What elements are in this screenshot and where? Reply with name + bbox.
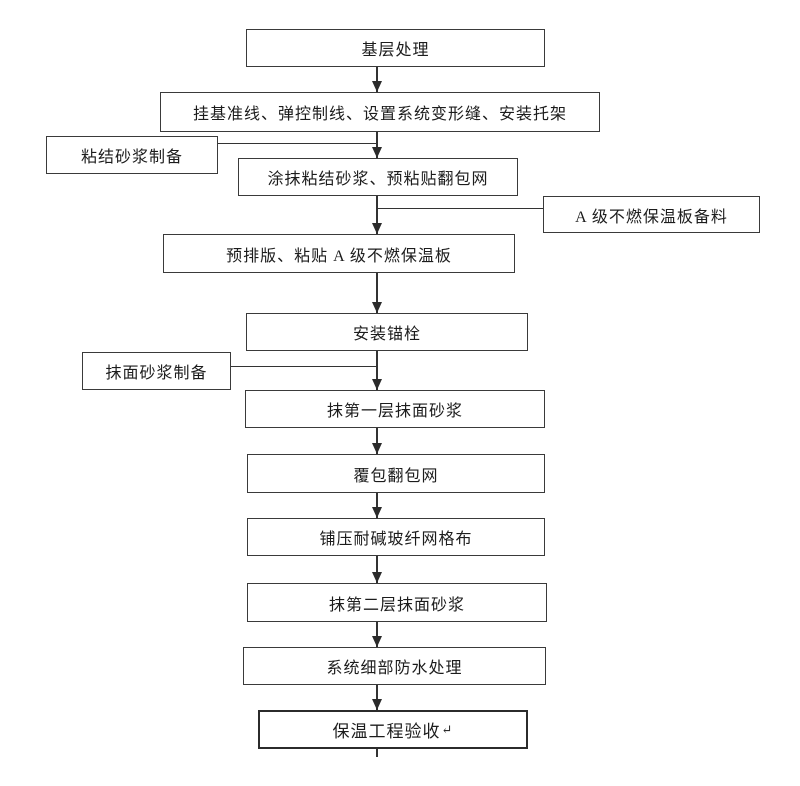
step-lay-alkali-resistant-fiberglass-mesh: 铺压耐碱玻纤网格布 bbox=[247, 518, 545, 556]
step-first-coat-surface-mortar: 抹第一层抹面砂浆 bbox=[245, 390, 545, 428]
paragraph-return-mark: ↵ bbox=[441, 721, 454, 737]
arrow-down-icon bbox=[372, 572, 382, 583]
arrow-down-icon bbox=[372, 223, 382, 234]
step-prelayout-paste-insulation-board: 预排版、粘贴 A 级不燃保温板 bbox=[163, 234, 515, 273]
connector-line bbox=[231, 365, 377, 367]
step-label: 预排版、粘贴 A 级不燃保温板 bbox=[226, 247, 452, 265]
step-insulation-project-acceptance: 保温工程验收↵ bbox=[258, 710, 528, 749]
connector-line bbox=[376, 622, 378, 647]
step-label: 系统细部防水处理 bbox=[326, 660, 463, 677]
connector-tick bbox=[376, 749, 378, 757]
step-apply-bonding-mortar: 涂抹粘结砂浆、预粘贴翻包网 bbox=[238, 158, 518, 196]
connector-line bbox=[376, 351, 378, 390]
step-second-coat-surface-mortar: 抹第二层抹面砂浆 bbox=[247, 583, 547, 622]
input-surface-mortar-preparation: 抹面砂浆制备 bbox=[82, 352, 231, 390]
connector-line bbox=[218, 142, 377, 144]
arrow-down-icon bbox=[372, 302, 382, 313]
step-label: 保温工程验收 bbox=[332, 722, 441, 741]
step-install-anchor-bolts: 安装锚栓 bbox=[246, 313, 528, 351]
arrow-down-icon bbox=[372, 379, 382, 390]
connector-line bbox=[376, 685, 378, 710]
arrow-down-icon bbox=[372, 81, 382, 92]
step-label: 抹第二层抹面砂浆 bbox=[328, 596, 465, 614]
arrow-down-icon bbox=[372, 147, 382, 158]
step-label: 抹第一层抹面砂浆 bbox=[326, 403, 463, 420]
connector-line bbox=[376, 428, 378, 454]
step-label: 安装锚栓 bbox=[352, 326, 421, 343]
step-label: 铺压耐碱玻纤网格布 bbox=[319, 531, 473, 548]
connector-line bbox=[376, 556, 378, 583]
connector-line bbox=[376, 493, 378, 518]
side-input-label: 抹面砂浆制备 bbox=[105, 365, 208, 382]
input-class-a-insulation-board-material: A 级不燃保温板备料 bbox=[543, 196, 760, 233]
step-label: 覆包翻包网 bbox=[353, 467, 439, 485]
arrow-down-icon bbox=[372, 699, 382, 710]
step-label: 挂基准线、弹控制线、设置系统变形缝、安装托架 bbox=[192, 106, 567, 123]
step-system-detail-waterproofing: 系统细部防水处理 bbox=[243, 647, 546, 685]
side-input-label: 粘结砂浆制备 bbox=[80, 149, 183, 166]
side-input-label: A 级不燃保温板备料 bbox=[575, 208, 728, 226]
connector-line bbox=[376, 273, 378, 313]
input-bonding-mortar-preparation: 粘结砂浆制备 bbox=[46, 136, 218, 174]
step-label: 涂抹粘结砂浆、预粘贴翻包网 bbox=[267, 171, 489, 188]
step-label: 基层处理 bbox=[361, 42, 430, 59]
arrow-down-icon bbox=[372, 636, 382, 647]
step-cover-turnback-mesh: 覆包翻包网 bbox=[247, 454, 545, 493]
connector-line bbox=[376, 132, 378, 158]
arrow-down-icon bbox=[372, 443, 382, 454]
connector-line bbox=[376, 67, 378, 92]
step-base-layer-treatment: 基层处理 bbox=[246, 29, 545, 67]
connector-line bbox=[376, 196, 378, 234]
arrow-down-icon bbox=[372, 507, 382, 518]
step-hang-reference-lines: 挂基准线、弹控制线、设置系统变形缝、安装托架 bbox=[160, 92, 600, 132]
connector-line bbox=[377, 207, 543, 209]
